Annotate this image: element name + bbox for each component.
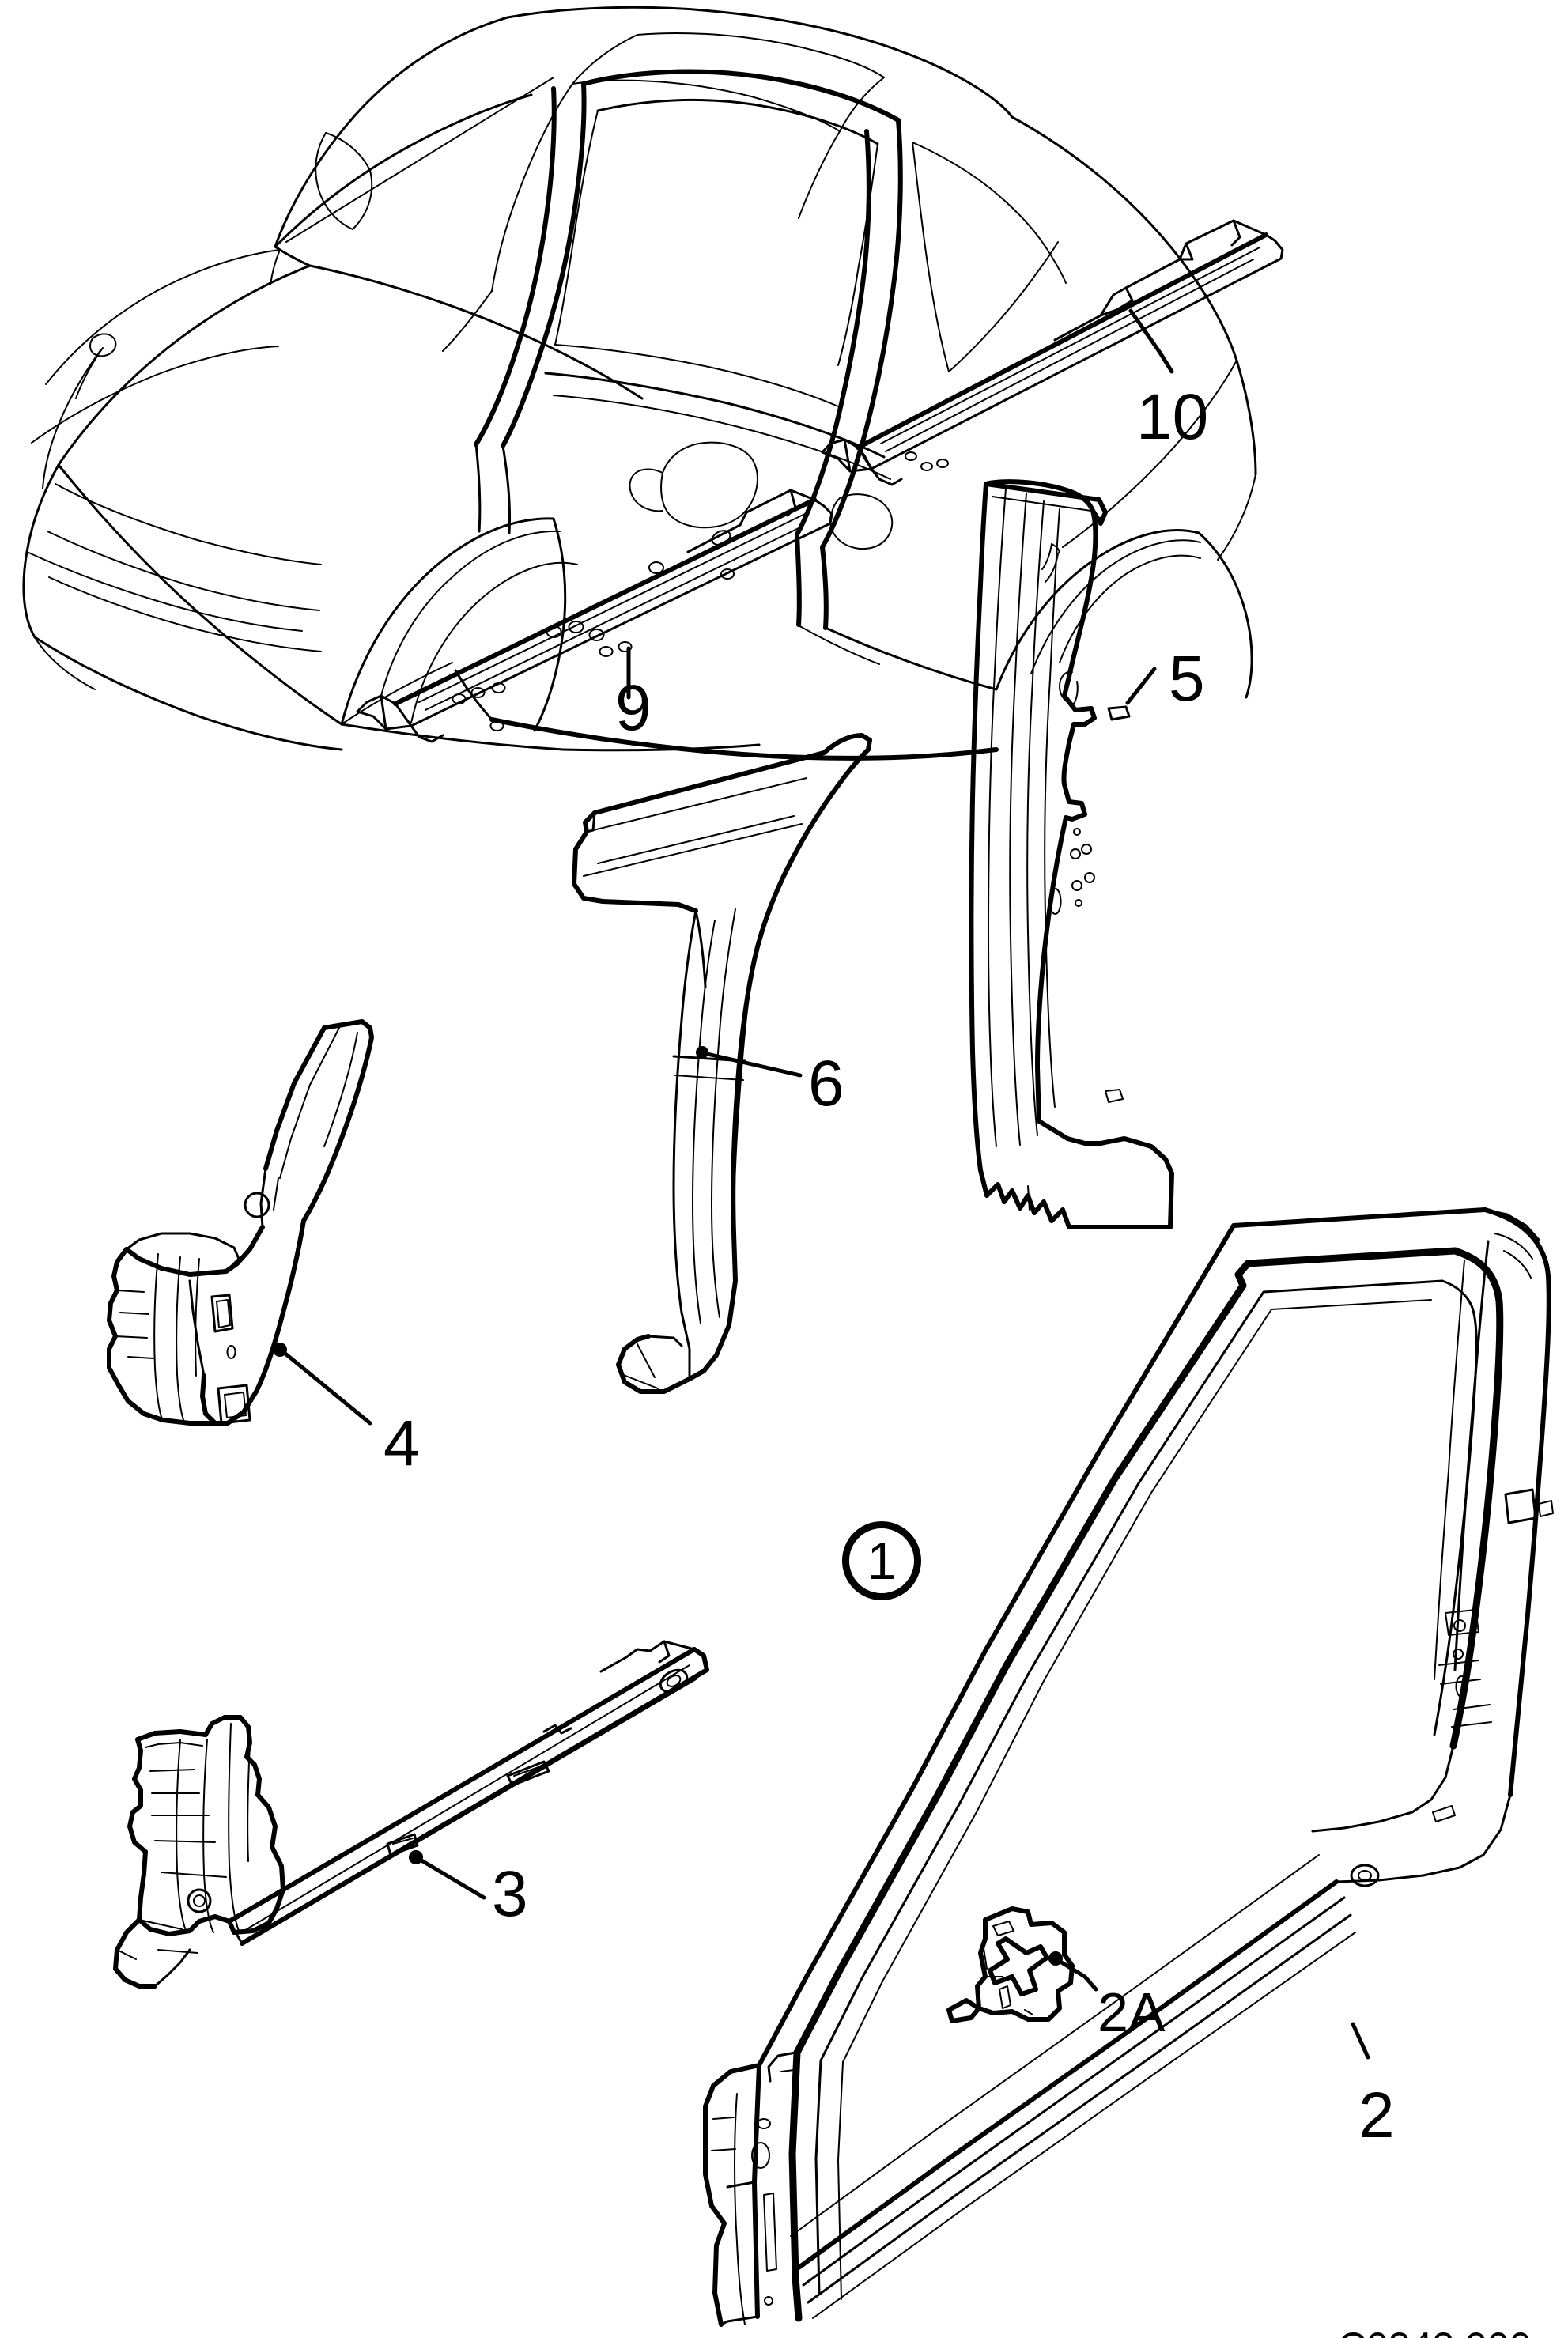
- part-3-sill-outer-panel: [113, 1640, 709, 1989]
- callout-label-9: 9: [615, 672, 652, 744]
- callout-label-10: 10: [1136, 381, 1209, 453]
- document-code: C0343 900 08A/0810: [1338, 2220, 1532, 2338]
- callout-label-6: 6: [808, 1048, 844, 1120]
- callout-label-1-circled: 1: [842, 1521, 921, 1600]
- part-5-b-pillar-outer: [969, 479, 1174, 1229]
- callout-label-5: 5: [1169, 643, 1205, 715]
- callout-label-3: 3: [492, 1858, 528, 1930]
- part-9-inner-sill-reinforcement: [356, 489, 833, 743]
- document-code-line-1: C0343 900: [1338, 2321, 1532, 2338]
- car-illustration: [22, 6, 1257, 761]
- part-10-roof-side-rail: [821, 219, 1284, 486]
- callout-label-2a: 2A: [1098, 1981, 1166, 2043]
- part-6-b-pillar-inner: [572, 733, 872, 1394]
- callout-label-4: 4: [383, 1407, 420, 1479]
- part-4-a-pillar-lower-inner: [107, 1019, 374, 1426]
- callout-label-2: 2: [1358, 2079, 1395, 2151]
- part-2-body-side-outer-panel: [703, 1207, 1554, 2327]
- part-2a-striker-bracket: [946, 1906, 1098, 2023]
